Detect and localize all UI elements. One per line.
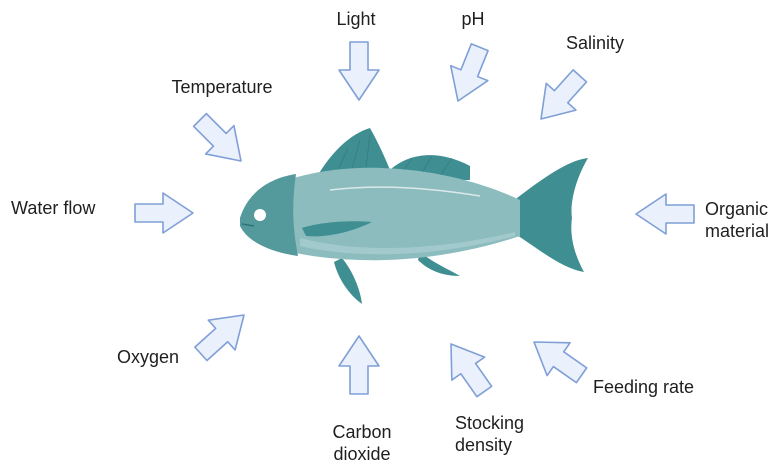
label-light: Light bbox=[336, 8, 375, 30]
label-stocking-density-line2: density bbox=[455, 434, 524, 456]
fish-head bbox=[240, 174, 298, 256]
label-carbon-dioxide: Carbon dioxide bbox=[332, 421, 391, 465]
label-carbon-dioxide-line2: dioxide bbox=[332, 443, 391, 465]
label-salinity: Salinity bbox=[566, 32, 624, 54]
fish-illustration bbox=[240, 128, 588, 304]
label-feeding-rate: Feeding rate bbox=[593, 376, 694, 398]
arrow-feeding-rate bbox=[523, 326, 593, 392]
fish-eye bbox=[254, 209, 266, 221]
label-temperature: Temperature bbox=[171, 76, 272, 98]
label-carbon-dioxide-line1: Carbon bbox=[332, 421, 391, 443]
fish-tail bbox=[512, 158, 588, 272]
fish-pelvic-fin bbox=[334, 258, 362, 304]
arrow-salinity bbox=[526, 63, 595, 133]
label-water-flow: Water flow bbox=[11, 197, 95, 219]
arrow-carbon-dioxide bbox=[339, 336, 379, 394]
label-stocking-density-line1: Stocking bbox=[455, 412, 524, 434]
arrow-oxygen bbox=[188, 300, 258, 369]
arrow-organic-material bbox=[636, 194, 694, 234]
arrow-stocking-density bbox=[435, 333, 501, 403]
label-organic-material-line1: Organic bbox=[705, 198, 769, 220]
label-ph: pH bbox=[461, 8, 484, 30]
label-stocking-density: Stocking density bbox=[455, 412, 524, 456]
arrow-light bbox=[339, 42, 379, 100]
arrow-water-flow bbox=[135, 193, 193, 233]
label-organic-material-line2: material bbox=[705, 220, 769, 242]
arrow-ph bbox=[439, 40, 498, 109]
arrow-temperature bbox=[186, 106, 255, 175]
label-organic-material: Organic material bbox=[705, 198, 769, 242]
label-oxygen: Oxygen bbox=[117, 346, 179, 368]
